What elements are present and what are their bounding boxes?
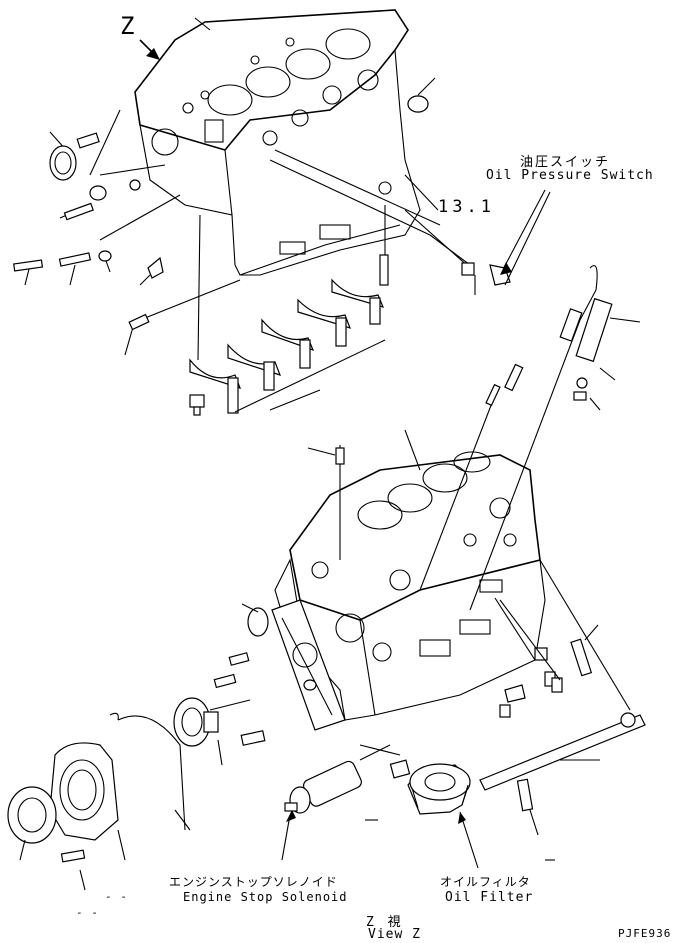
lower-cylinder-block bbox=[274, 451, 546, 721]
reference-13-1: 13.1 bbox=[438, 197, 495, 217]
main-bearing-caps bbox=[189, 214, 386, 416]
label-leaders bbox=[307, 191, 551, 560]
dipstick-parts bbox=[419, 265, 641, 611]
upper-leader-lines bbox=[24, 17, 546, 356]
front-plate bbox=[241, 599, 346, 731]
engine-stop-solenoid-label-jp: エンジンストップソレノイド bbox=[169, 875, 338, 889]
oil-filter-label-jp: オイルフィルタ bbox=[440, 875, 531, 889]
view-letter-z: Z bbox=[120, 12, 136, 40]
oil-filter-part bbox=[359, 744, 479, 869]
drawing-code: PJFE936 bbox=[618, 927, 672, 940]
dash-mark: - - bbox=[105, 890, 128, 903]
engine-stop-solenoid-label-en: Engine Stop Solenoid bbox=[183, 890, 348, 904]
oil-pressure-switch-label-jp: 油圧スイッチ bbox=[520, 155, 611, 170]
lower-right-parts bbox=[365, 559, 646, 861]
lower-left-parts bbox=[7, 652, 317, 891]
upper-small-parts bbox=[13, 95, 511, 331]
engine-stop-solenoid-part bbox=[281, 744, 391, 861]
view-z-arrow bbox=[139, 39, 160, 60]
oil-pressure-switch-label-en: Oil Pressure Switch bbox=[486, 168, 654, 183]
view-z-label-jp: Z 視 bbox=[366, 915, 404, 930]
upper-cylinder-block bbox=[134, 9, 429, 276]
dash-mark: - - bbox=[76, 906, 99, 919]
view-z-label-en: View Z bbox=[368, 927, 421, 942]
oil-filter-label-en: Oil Filter bbox=[445, 890, 534, 905]
